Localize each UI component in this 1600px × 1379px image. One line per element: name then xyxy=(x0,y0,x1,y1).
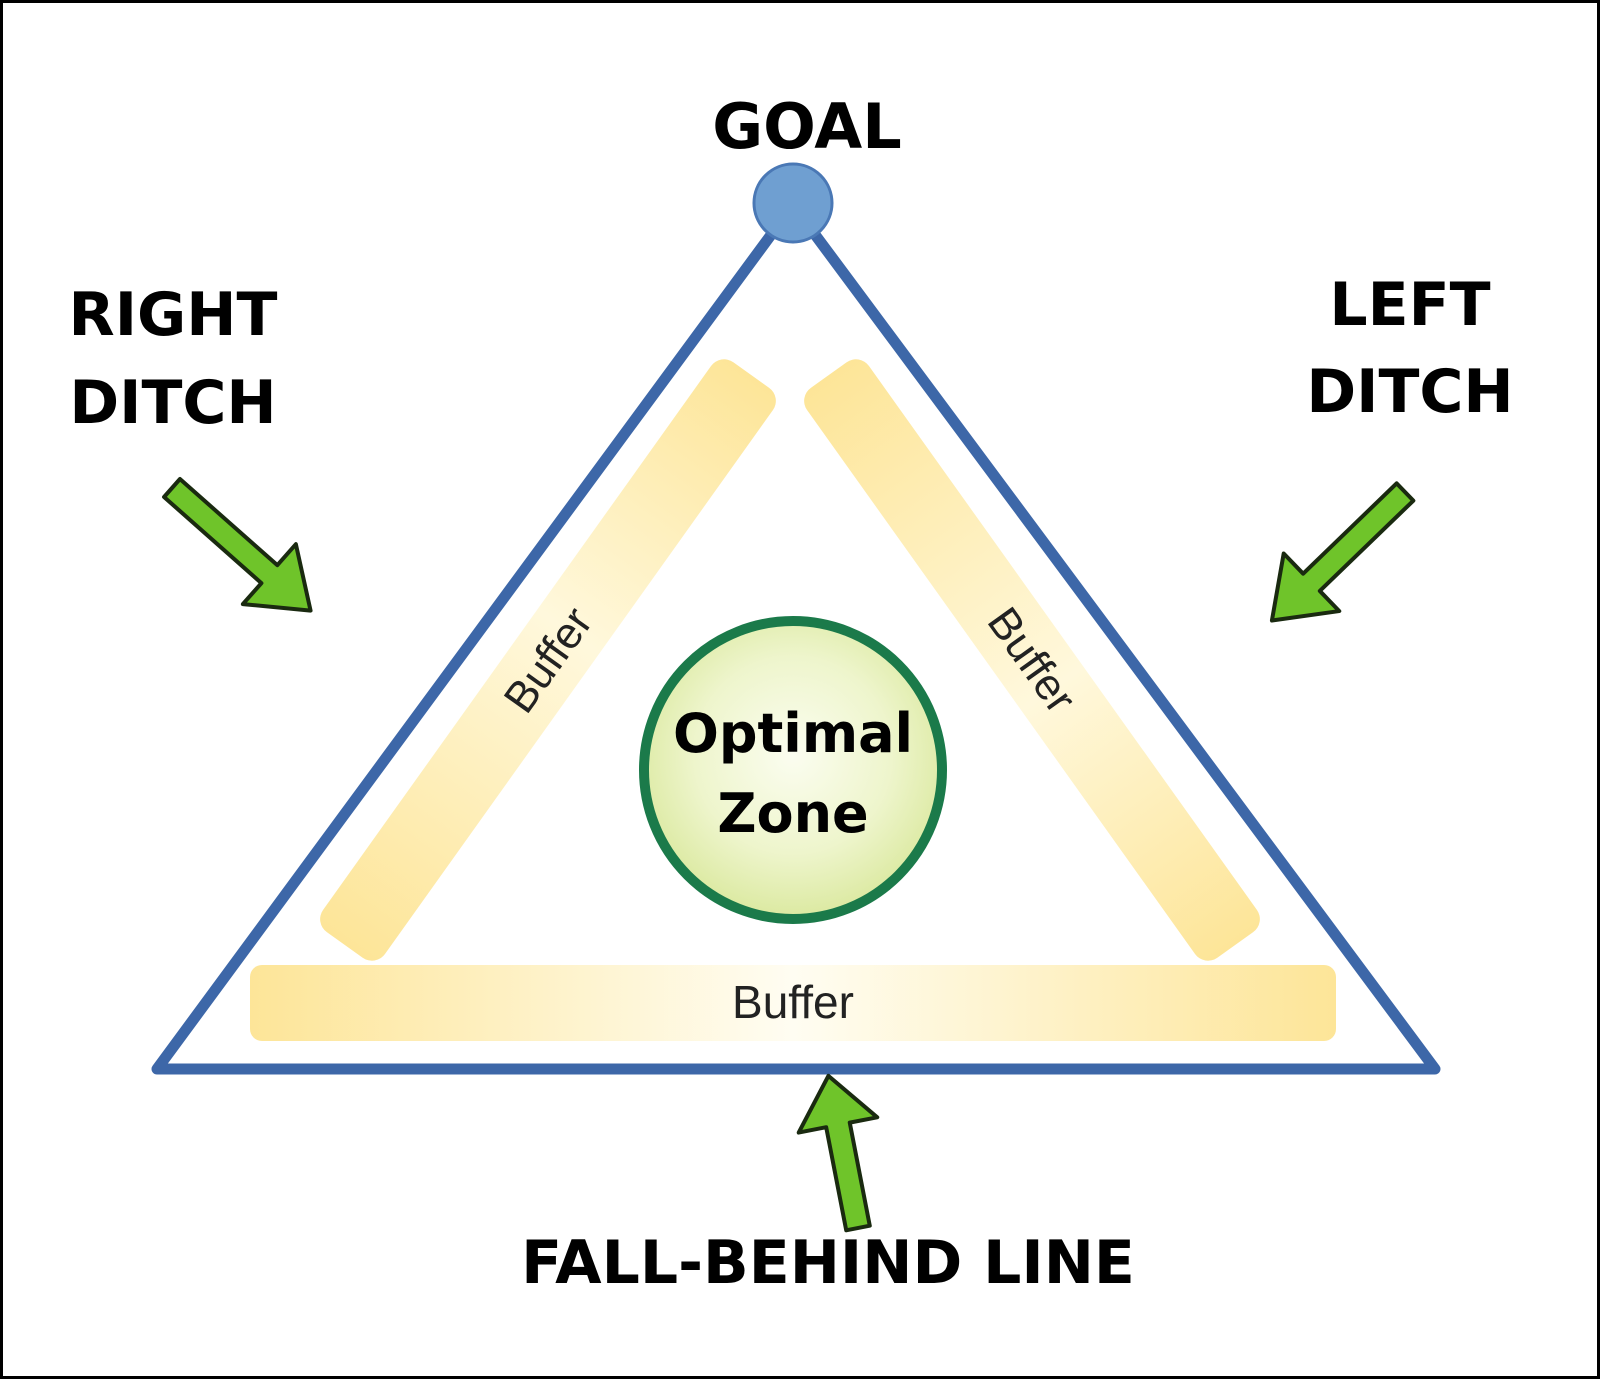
buffer-bottom-band: Buffer xyxy=(250,965,1336,1041)
goal-triangle xyxy=(151,199,1441,1075)
arrow-right-ditch-icon xyxy=(162,477,313,613)
arrow-fall-behind-icon xyxy=(796,1073,880,1233)
right-ditch-label-line1: RIGHT xyxy=(69,280,278,350)
arrow-left-ditch-icon xyxy=(1269,481,1416,623)
right-ditch-label-line2: DITCH xyxy=(69,368,276,438)
left-ditch-label-line1: LEFT xyxy=(1329,270,1490,340)
optimal-zone: Optimal Zone xyxy=(639,616,947,924)
buffer-bottom-label: Buffer xyxy=(732,976,854,1028)
optimal-zone-label-line2: Zone xyxy=(717,782,868,845)
goal-marker xyxy=(752,162,834,244)
fall-behind-line-label: FALL-BEHIND LINE xyxy=(521,1228,1135,1298)
goal-label: GOAL xyxy=(712,90,901,163)
left-ditch-label-line2: DITCH xyxy=(1306,357,1513,427)
optimal-zone-label-line1: Optimal xyxy=(673,702,913,765)
